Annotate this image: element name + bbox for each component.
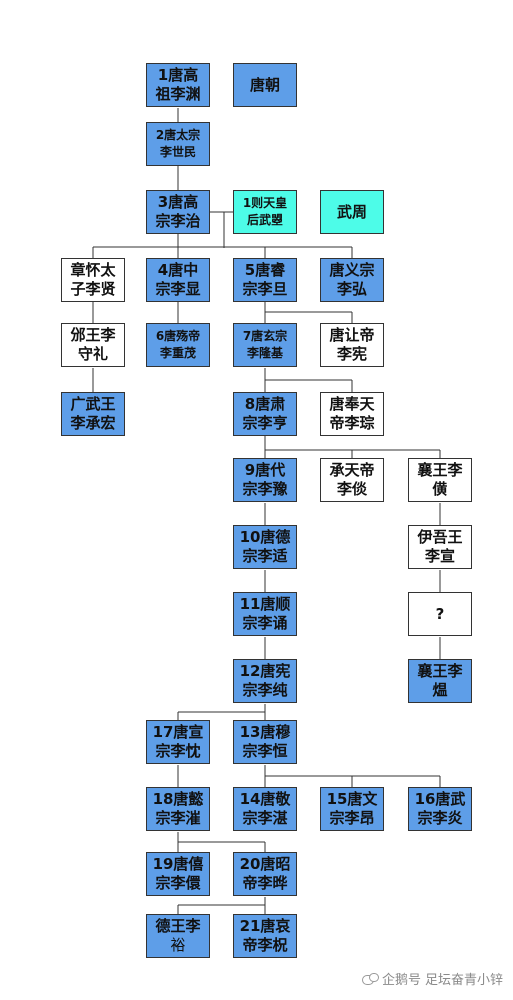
node-label: 14唐敬 宗李湛 [239, 790, 291, 827]
node-zhanghuai: 章怀太 子李贤 [61, 258, 125, 302]
node-label: 1唐高 祖李渊 [155, 66, 201, 103]
node-label: 德王李 [155, 917, 201, 935]
node-yizong-2: 18唐懿 宗李漼 [146, 787, 210, 831]
watermark: 企鹅号 足坛奋青小锌 [361, 969, 503, 988]
node-label: 20唐昭 帝李晔 [239, 855, 291, 892]
node-wuzetian: 1则天皇 后武曌 [233, 190, 297, 234]
node-label: 13唐穆 宗李恒 [239, 723, 291, 760]
node-label: 10唐德 宗李适 [239, 528, 291, 565]
node-label: 12唐宪 宗李纯 [239, 662, 291, 699]
node-xianzong: 12唐宪 宗李纯 [233, 659, 297, 703]
node-label: 2唐太宗 李世民 [155, 128, 201, 159]
node-label: 襄王李 僙 [417, 461, 463, 498]
node-label: 18唐懿 宗李漼 [152, 790, 204, 827]
node-xuanzong-2: 17唐宣 宗李忱 [146, 720, 210, 764]
node-rangdi: 唐让帝 李宪 [320, 323, 384, 367]
node-label: 伊吾王 李宣 [417, 528, 463, 565]
node-wenzong: 15唐文 宗李昂 [320, 787, 384, 831]
node-label: 唐奉天 帝李琮 [329, 395, 375, 432]
node-jingzong: 14唐敬 宗李湛 [233, 787, 297, 831]
node-label: 11唐顺 宗李诵 [239, 595, 291, 632]
node-wuzong: 16唐武 宗李炎 [408, 787, 472, 831]
node-binwang: 邠王李 守礼 [61, 323, 125, 367]
penguin-logo-icon [361, 972, 379, 985]
node-label: 9唐代 宗李豫 [242, 461, 288, 498]
node-wuzhou: 武周 [320, 190, 384, 234]
node-label: 唐朝 [249, 75, 280, 94]
node-label: 8唐肃 宗李亨 [242, 395, 288, 432]
node-label: 17唐宣 宗李忱 [152, 723, 204, 760]
node-label: 襄王李 煴 [417, 662, 463, 699]
node-label: 4唐中 宗李显 [155, 261, 201, 298]
node-label: 21唐哀 帝李柷 [239, 917, 291, 954]
node-label: 承天帝 李倓 [329, 461, 375, 498]
node-label: 章怀太 子李贤 [70, 261, 116, 298]
watermark-brand: 企鹅号 [381, 973, 421, 988]
node-xizong: 19唐僖 宗李儇 [146, 852, 210, 896]
node-label: 3唐高 宗李治 [155, 193, 201, 230]
node-suzong: 8唐肃 宗李亨 [233, 392, 297, 436]
node-label: 唐让帝 李宪 [329, 326, 375, 363]
node-muzong: 13唐穆 宗李恒 [233, 720, 297, 764]
node-unknown: ? [408, 592, 472, 636]
node-tang-dynasty: 唐朝 [233, 63, 297, 107]
node-label: 广武王 李承宏 [70, 395, 116, 432]
node-label: 16唐武 宗李炎 [414, 790, 466, 827]
node-label: ? [435, 604, 445, 623]
watermark-author: 足坛奋青小锌 [424, 973, 503, 988]
node-taizong: 2唐太宗 李世民 [146, 122, 210, 166]
node-zhaozong: 20唐昭 帝李晔 [233, 852, 297, 896]
node-label: 唐义宗 李弘 [329, 261, 375, 298]
node-xiangwang-yun: 襄王李 煴 [408, 659, 472, 703]
node-xuanzong: 7唐玄宗 李隆基 [233, 323, 297, 367]
node-label: 1则天皇 后武曌 [242, 196, 288, 227]
node-gaozu: 1唐高 祖李渊 [146, 63, 210, 107]
node-label: 邠王李 守礼 [70, 326, 116, 363]
node-zhongzong: 4唐中 宗李显 [146, 258, 210, 302]
node-ruizong: 5唐睿 宗李旦 [233, 258, 297, 302]
node-shangdi: 6唐殇帝 李重茂 [146, 323, 210, 367]
node-daizong: 9唐代 宗李豫 [233, 458, 297, 502]
node-label: 15唐文 宗李昂 [326, 790, 378, 827]
node-label: 武周 [336, 202, 367, 221]
node-yiwuwang: 伊吾王 李宣 [408, 525, 472, 569]
node-label: 7唐玄宗 李隆基 [242, 329, 288, 360]
node-dewang: 德王李 裕 [146, 914, 210, 958]
node-label-thin: 裕 [170, 936, 186, 954]
node-chengtian: 承天帝 李倓 [320, 458, 384, 502]
node-gaozong: 3唐高 宗李治 [146, 190, 210, 234]
node-fengtian: 唐奉天 帝李琮 [320, 392, 384, 436]
node-label: 6唐殇帝 李重茂 [155, 329, 201, 360]
node-yizong: 唐义宗 李弘 [320, 258, 384, 302]
node-label: 19唐僖 宗李儇 [152, 855, 204, 892]
node-xiangwang-huang: 襄王李 僙 [408, 458, 472, 502]
node-label: 5唐睿 宗李旦 [242, 261, 288, 298]
node-dezong: 10唐德 宗李适 [233, 525, 297, 569]
node-aidi: 21唐哀 帝李柷 [233, 914, 297, 958]
node-guangwu: 广武王 李承宏 [61, 392, 125, 436]
node-shunzong: 11唐顺 宗李诵 [233, 592, 297, 636]
